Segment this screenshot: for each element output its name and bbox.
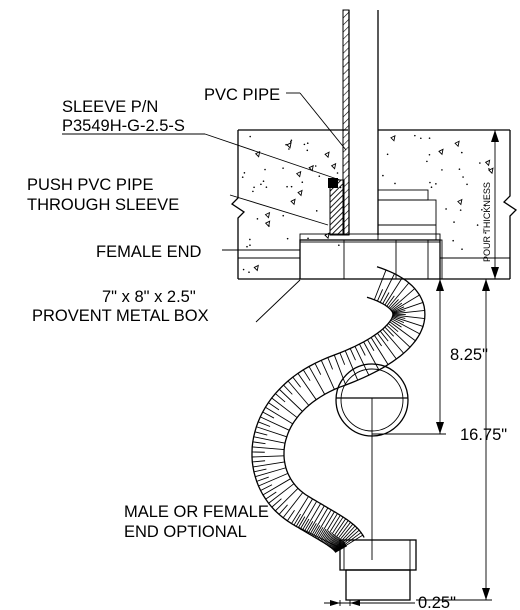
cleanout-circle (335, 363, 409, 560)
dimension-8-25: 8.25" (450, 346, 488, 364)
pvc-pipe-label: PVC PIPE (204, 86, 280, 104)
concrete-slab (230, 129, 518, 280)
concrete-aggregate-dots (241, 134, 494, 273)
female-end-fitting (299, 233, 441, 280)
metal-box (377, 189, 443, 280)
male-female-label-line2: END OPTIONAL (124, 523, 247, 541)
sleeve-label-line1: SLEEVE P/N (62, 98, 158, 116)
pvc-pipe (348, 10, 379, 235)
leader-lines (62, 92, 415, 604)
female-end-label: FEMALE END (96, 243, 202, 261)
male-female-label-line1: MALE OR FEMALE (124, 503, 269, 521)
flexible-hose (251, 266, 426, 553)
pour-thickness-label: POUR THICKNESS (482, 182, 492, 262)
sleeve (328, 9, 350, 236)
bottom-end-fitting (339, 539, 417, 601)
push-label-line2: THROUGH SLEEVE (27, 196, 179, 214)
labels: SLEEVE P/N P3549H-G-2.5-S PVC PIPE PUSH … (27, 86, 507, 610)
box-label-line1: 7" x 8" x 2.5" (102, 288, 196, 306)
dimension-16-75: 16.75" (460, 426, 507, 444)
box-label-line2: PROVENT METAL BOX (32, 307, 209, 325)
sleeve-label-line2: P3549H-G-2.5-S (62, 117, 185, 135)
push-label-line1: PUSH PVC PIPE (27, 176, 154, 194)
dimension-0-25: 0.25" (418, 594, 456, 610)
